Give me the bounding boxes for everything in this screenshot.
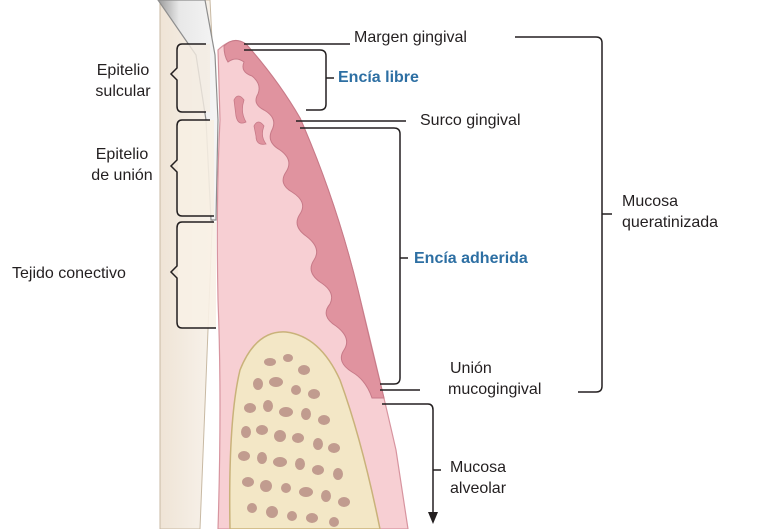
label-margen-gingival: Margen gingival: [354, 27, 467, 48]
mucosa-queratinizada-bracket: [515, 37, 602, 392]
label-epitelio-sulcular-line1: Epitelio: [78, 60, 168, 81]
sulcular-epithelium-region: [178, 44, 210, 112]
label-mucosa-alveolar: Mucosa alveolar: [450, 457, 506, 499]
label-union-line2: mucogingival: [448, 379, 578, 400]
label-surco-gingival: Surco gingival: [420, 110, 521, 131]
label-union-mucogingival: Unión mucogingival: [448, 358, 578, 400]
label-epitelio-union-line1: Epitelio: [74, 144, 170, 165]
label-union-line1: Unión: [448, 358, 578, 379]
label-mucosa-queratinizada: Mucosa queratinizada: [622, 191, 718, 233]
label-encia-adherida: Encía adherida: [414, 248, 528, 269]
junctional-epithelium-region: [178, 120, 214, 216]
label-encia-libre: Encía libre: [338, 67, 419, 88]
connective-tissue-region: [178, 222, 216, 328]
label-tejido-conectivo: Tejido conectivo: [12, 263, 126, 284]
label-epitelio-sulcular-line2: sulcular: [78, 81, 168, 102]
label-mucosa-alveolar-line2: alveolar: [450, 478, 506, 499]
label-epitelio-sulcular: Epitelio sulcular: [78, 60, 168, 102]
mucosa-alveolar-arrowhead: [428, 512, 438, 524]
label-mucosa-queratinizada-line1: Mucosa: [622, 191, 718, 212]
label-epitelio-union-line2: de unión: [74, 165, 170, 186]
label-epitelio-union: Epitelio de unión: [74, 144, 170, 186]
label-mucosa-alveolar-line1: Mucosa: [450, 457, 506, 478]
label-mucosa-queratinizada-line2: queratinizada: [622, 212, 718, 233]
